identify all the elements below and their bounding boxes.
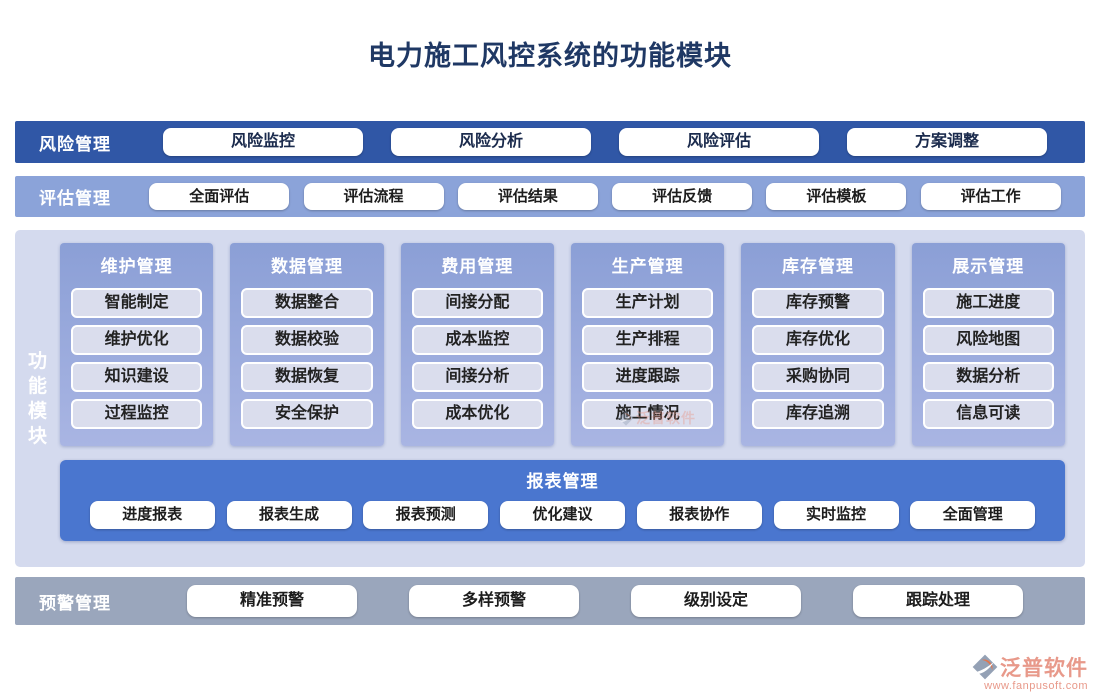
- evaluation-work-button[interactable]: 评估工作: [920, 183, 1061, 210]
- data-analysis-item[interactable]: 数据分析: [922, 362, 1054, 392]
- data-validation-item[interactable]: 数据校验: [241, 325, 373, 355]
- center-watermark: 泛普软件: [618, 408, 696, 428]
- function-modules-content: 维护管理 智能制定 维护优化 知识建设 过程监控 数据管理 数据整合 数据校验 …: [60, 230, 1085, 567]
- report-collaboration-button[interactable]: 报表协作: [636, 501, 762, 529]
- report-generation-button[interactable]: 报表生成: [226, 501, 352, 529]
- progress-tracking-item[interactable]: 进度跟踪: [581, 362, 714, 392]
- page-title: 电力施工风控系统的功能模块: [368, 41, 732, 71]
- cost-monitoring-item[interactable]: 成本监控: [411, 325, 543, 355]
- plan-adjustment-button[interactable]: 方案调整: [847, 128, 1047, 156]
- eval-bar-buttons: 全面评估 评估流程 评估结果 评估反馈 评估模板 评估工作: [135, 183, 1085, 210]
- security-protection-item[interactable]: 安全保护: [241, 399, 373, 429]
- inventory-traceability-item[interactable]: 库存追溯: [752, 399, 884, 429]
- cost-optimization-item[interactable]: 成本优化: [411, 399, 543, 429]
- warning-management-bar: 预警管理 精准预警 多样预警 级别设定 跟踪处理: [15, 577, 1085, 625]
- fanpu-logo-icon: [972, 654, 998, 680]
- fanpu-logo-icon: [618, 410, 634, 426]
- indirect-allocation-item[interactable]: 间接分配: [411, 288, 543, 318]
- progress-report-button[interactable]: 进度报表: [89, 501, 215, 529]
- cost-management-column: 费用管理 间接分配 成本监控 间接分析 成本优化: [400, 243, 554, 446]
- risk-bar-label: 风险管理: [39, 134, 111, 154]
- module-columns: 维护管理 智能制定 维护优化 知识建设 过程监控 数据管理 数据整合 数据校验 …: [60, 243, 1065, 446]
- production-plan-item[interactable]: 生产计划: [581, 288, 714, 318]
- column-header: 维护管理: [100, 257, 173, 276]
- level-setting-button[interactable]: 级别设定: [631, 585, 801, 617]
- function-modules-panel: 功能模块 维护管理 智能制定 维护优化 知识建设 过程监控 数据管理 数据整合 …: [15, 230, 1085, 567]
- full-evaluation-button[interactable]: 全面评估: [149, 183, 290, 210]
- report-band-buttons: 进度报表 报表生成 报表预测 优化建议 报表协作 实时监控 全面管理: [60, 501, 1065, 529]
- column-header: 生产管理: [611, 257, 684, 276]
- risk-bar-buttons: 风险监控 风险分析 风险评估 方案调整: [135, 128, 1085, 156]
- column-header: 展示管理: [952, 257, 1025, 276]
- maintenance-management-column: 维护管理 智能制定 维护优化 知识建设 过程监控: [60, 243, 214, 446]
- inventory-management-column: 库存管理 库存预警 库存优化 采购协同 库存追溯: [741, 243, 895, 446]
- data-recovery-item[interactable]: 数据恢复: [241, 362, 373, 392]
- footer-watermark: 泛普软件 www.fanpusoft.com: [972, 652, 1088, 692]
- column-header: 数据管理: [270, 257, 343, 276]
- risk-management-bar: 风险管理 风险监控 风险分析 风险评估 方案调整: [15, 121, 1085, 163]
- optimization-suggestion-button[interactable]: 优化建议: [500, 501, 625, 529]
- tracking-handling-button[interactable]: 跟踪处理: [853, 585, 1023, 617]
- function-modules-side-label: 功能模块: [27, 350, 47, 447]
- report-management-band: 报表管理 进度报表 报表生成 报表预测 优化建议 报表协作 实时监控 全面管理: [60, 460, 1065, 541]
- data-management-column: 数据管理 数据整合 数据校验 数据恢复 安全保护: [230, 243, 384, 446]
- watermark-brand-text: 泛普软件: [1000, 657, 1088, 680]
- smart-formulation-item[interactable]: 智能制定: [71, 288, 203, 318]
- watermark-url: www.fanpusoft.com: [984, 680, 1088, 692]
- production-scheduling-item[interactable]: 生产排程: [581, 325, 714, 355]
- risk-map-item[interactable]: 风险地图: [922, 325, 1054, 355]
- data-integration-item[interactable]: 数据整合: [241, 288, 373, 318]
- procurement-collaboration-item[interactable]: 采购协同: [752, 362, 884, 392]
- full-management-button[interactable]: 全面管理: [910, 501, 1036, 529]
- display-management-column: 展示管理 施工进度 风险地图 数据分析 信息可读: [911, 243, 1065, 446]
- report-band-header: 报表管理: [526, 472, 599, 491]
- indirect-analysis-item[interactable]: 间接分析: [411, 362, 543, 392]
- evaluation-process-button[interactable]: 评估流程: [303, 183, 444, 210]
- evaluation-result-button[interactable]: 评估结果: [457, 183, 598, 210]
- warning-bar-label: 预警管理: [39, 593, 111, 613]
- precise-warning-button[interactable]: 精准预警: [187, 585, 357, 617]
- production-management-column: 生产管理 生产计划 生产排程 进度跟踪 施工情况: [570, 243, 725, 446]
- evaluation-management-bar: 评估管理 全面评估 评估流程 评估结果 评估反馈 评估模板 评估工作: [15, 176, 1085, 217]
- warning-bar-buttons: 精准预警 多样预警 级别设定 跟踪处理: [135, 585, 1085, 617]
- eval-bar-label: 评估管理: [39, 189, 111, 208]
- risk-monitor-button[interactable]: 风险监控: [163, 128, 363, 156]
- column-header: 费用管理: [441, 257, 514, 276]
- risk-assessment-button[interactable]: 风险评估: [619, 128, 819, 156]
- risk-analysis-button[interactable]: 风险分析: [391, 128, 591, 156]
- inventory-warning-item[interactable]: 库存预警: [752, 288, 884, 318]
- realtime-monitoring-button[interactable]: 实时监控: [773, 501, 899, 529]
- evaluation-template-button[interactable]: 评估模板: [766, 183, 907, 210]
- watermark-brand-text: 泛普软件: [636, 410, 696, 426]
- inventory-optimization-item[interactable]: 库存优化: [752, 325, 884, 355]
- construction-status-item[interactable]: 施工情况: [581, 399, 714, 429]
- report-forecast-button[interactable]: 报表预测: [363, 501, 489, 529]
- knowledge-building-item[interactable]: 知识建设: [71, 362, 203, 392]
- column-header: 库存管理: [781, 257, 854, 276]
- maintenance-optimization-item[interactable]: 维护优化: [71, 325, 203, 355]
- diverse-warning-button[interactable]: 多样预警: [409, 585, 579, 617]
- info-readability-item[interactable]: 信息可读: [922, 399, 1054, 429]
- process-monitoring-item[interactable]: 过程监控: [71, 399, 203, 429]
- evaluation-feedback-button[interactable]: 评估反馈: [612, 183, 753, 210]
- construction-progress-item[interactable]: 施工进度: [922, 288, 1054, 318]
